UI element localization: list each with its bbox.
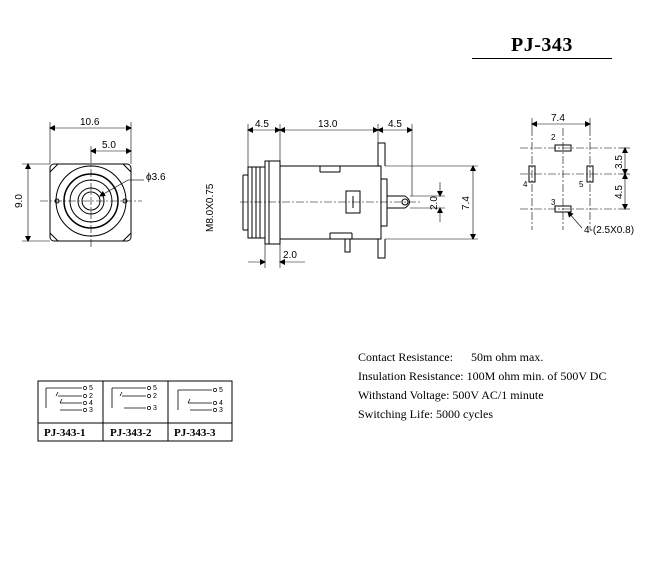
v2-pin-3: 3 — [153, 405, 157, 412]
spec-value: 500V AC/1 minute — [452, 388, 544, 402]
variant-3-schematic — [177, 389, 212, 411]
side-dim-b: 13.0 — [318, 119, 338, 130]
variant-label-1: PJ-343-1 — [44, 427, 86, 439]
pcb-layout — [520, 118, 630, 230]
pcb-hole-spec: 4-(2.5X0.8) — [584, 225, 634, 236]
side-view — [240, 124, 478, 268]
pad-5 — [586, 165, 594, 183]
spec-label: Withstand Voltage: — [358, 388, 450, 402]
v1-pin-3: 3 — [89, 407, 93, 414]
spec-withstand-voltage: Withstand Voltage: 500V AC/1 minute — [358, 386, 606, 405]
variant-table — [37, 380, 233, 442]
spec-label: Insulation Resistance: — [358, 369, 464, 383]
spec-label: Switching Life: — [358, 407, 433, 421]
side-dim-a: 4.5 — [255, 119, 269, 130]
front-hole-dim: ϕ3.6 — [146, 172, 166, 183]
pcb-pin-label-2: 2 — [551, 133, 556, 142]
pcb-dim-lower: 4.5 — [614, 185, 625, 199]
spec-value: 50m ohm max. — [471, 350, 544, 364]
spec-contact-resistance: Contact Resistance: 50m ohm max. — [358, 348, 606, 367]
front-width-dim: 10.6 — [80, 117, 100, 128]
pad-2 — [554, 144, 572, 152]
v1-pin-2: 2 — [89, 393, 93, 400]
variant-label-3: PJ-343-3 — [174, 427, 216, 439]
pcb-dim-upper: 3.5 — [614, 155, 625, 169]
thread-spec: M8.0X0.75 — [205, 183, 216, 232]
front-height-dim: 9.0 — [14, 194, 25, 208]
spec-insulation-resistance: Insulation Resistance: 100M ohm min. of … — [358, 367, 606, 386]
front-center-dim: 5.0 — [102, 140, 116, 151]
part-number-title: PJ-343 — [472, 34, 612, 59]
variant-2-schematic — [111, 387, 146, 409]
spec-value: 100M ohm min. of 500V DC — [466, 369, 607, 383]
specifications: Contact Resistance: 50m ohm max. Insulat… — [358, 348, 606, 424]
v2-pin-5: 5 — [153, 385, 157, 392]
v1-pin-5: 5 — [89, 385, 93, 392]
pad-4 — [528, 165, 536, 183]
v3-pin-5: 5 — [219, 387, 223, 394]
v2-pin-2: 2 — [153, 393, 157, 400]
v1-pin-4: 4 — [89, 400, 93, 407]
spec-label: Contact Resistance: — [358, 350, 453, 364]
flange-dim: 2.0 — [283, 250, 297, 261]
front-body-outline — [49, 163, 132, 242]
spec-switching-life: Switching Life: 5000 cycles — [358, 405, 606, 424]
v3-pin-3: 3 — [219, 407, 223, 414]
pcb-pin-label-4: 4 — [523, 180, 528, 189]
spec-value: 5000 cycles — [436, 407, 493, 421]
pin-offset-dim: 2.0 — [429, 196, 440, 210]
pcb-pin-label-5: 5 — [579, 180, 584, 189]
side-dim-c: 4.5 — [388, 119, 402, 130]
side-body — [279, 165, 382, 240]
pad-3 — [554, 205, 572, 213]
side-height-dim: 7.4 — [461, 196, 472, 210]
v3-pin-4: 4 — [219, 400, 223, 407]
front-view — [22, 122, 144, 248]
variant-label-2: PJ-343-2 — [110, 427, 152, 439]
pcb-pin-label-3: 3 — [551, 198, 556, 207]
flange — [264, 160, 281, 245]
pcb-width-dim: 7.4 — [551, 113, 565, 124]
variant-1-schematic — [45, 387, 82, 411]
